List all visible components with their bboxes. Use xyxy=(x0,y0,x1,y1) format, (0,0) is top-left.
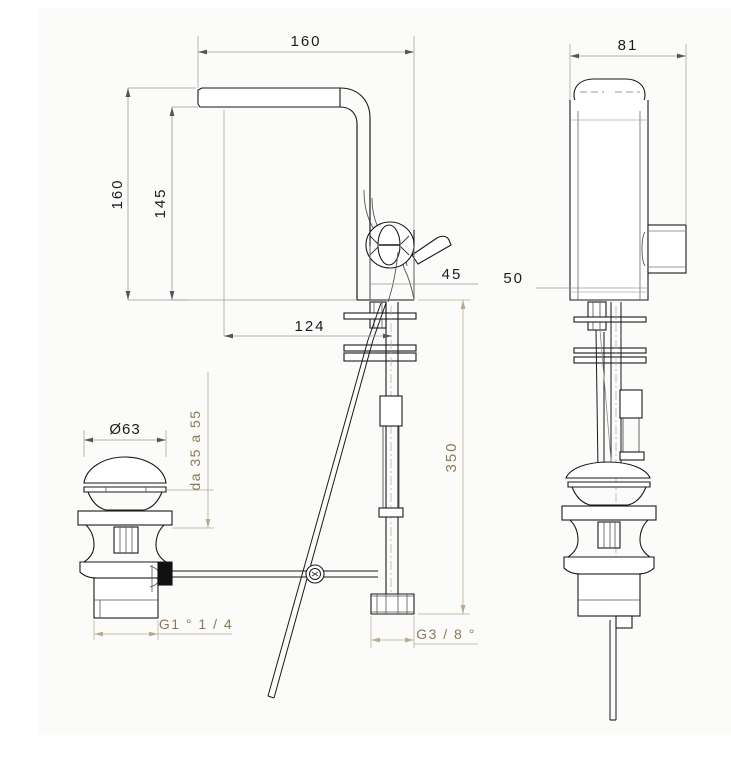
pivot-clip-cross xyxy=(311,571,319,577)
side-tail-rod xyxy=(609,620,617,720)
dim-label-d63: Ø63 xyxy=(109,421,140,438)
waste-cap-rim xyxy=(83,486,167,493)
spout-arm xyxy=(197,87,341,108)
waste-neck-left xyxy=(83,524,95,563)
linkage-assembly xyxy=(169,564,378,584)
waste-branch-gland xyxy=(157,562,173,586)
spout-elbow-outer xyxy=(339,87,371,300)
side-collar-upper xyxy=(619,389,643,419)
side-body-inner-edges xyxy=(577,111,641,300)
side-flex-hose xyxy=(622,418,640,455)
side-shank-nut-lines xyxy=(592,302,601,330)
dim-spout-outlet: 124 xyxy=(223,110,392,339)
waste-body-tube xyxy=(93,577,159,619)
waste-cap-dome xyxy=(83,456,167,484)
waste-knurl-lines xyxy=(119,527,133,553)
hose-collar-upper xyxy=(379,395,403,427)
side-shank-assembly xyxy=(561,301,657,721)
dim-label-160-left: 160 xyxy=(109,178,126,209)
side-washer-2 xyxy=(573,347,647,354)
side-waste-dome xyxy=(565,461,651,479)
side-lever-boss xyxy=(647,224,687,274)
flex-hose xyxy=(382,426,400,508)
body-blend xyxy=(403,267,415,301)
dim-handle-offset: 45 xyxy=(369,246,478,300)
side-shank-nut xyxy=(587,301,607,331)
side-waste-neck-l xyxy=(567,519,579,558)
waste-cap-taper xyxy=(87,491,163,511)
supply-hex-edges xyxy=(371,595,414,613)
side-waste-outlet xyxy=(615,615,633,629)
inner-cable xyxy=(387,251,399,303)
side-waste-knurl xyxy=(597,521,621,549)
side-tube xyxy=(610,302,622,470)
dim-spout-height: 145 xyxy=(152,106,198,301)
side-boss-edges xyxy=(648,230,686,268)
handle-hatch-left xyxy=(369,235,379,256)
dim-label-124: 124 xyxy=(294,318,325,335)
supply-hex-facets xyxy=(376,594,408,614)
pull-rod-long xyxy=(267,339,374,699)
front-elevation xyxy=(197,87,452,301)
waste-flange xyxy=(77,510,173,526)
dim-hose-length: 350 xyxy=(418,299,470,615)
side-waste-rim xyxy=(567,481,651,488)
handle-hatch-right xyxy=(400,235,410,256)
dim-spout-reach: 160 xyxy=(197,33,415,230)
side-waste-knurl-lines xyxy=(603,522,616,548)
link-rod xyxy=(170,570,378,578)
side-waste-tube xyxy=(577,573,641,617)
dim-label-160-top: 160 xyxy=(290,33,321,50)
hose-collar-lower xyxy=(378,507,404,518)
waste-neck-right xyxy=(155,524,167,563)
lever-arm xyxy=(411,235,452,265)
washer-plate-1 xyxy=(343,312,417,320)
dim-supply-thread: G3 / 8 ° xyxy=(370,616,478,648)
dim-label-g114: G1 ° 1 / 4 xyxy=(159,616,233,632)
side-waste-lower-flange xyxy=(563,556,655,575)
dim-body-width: 50 xyxy=(503,270,648,289)
dim-label-45: 45 xyxy=(442,266,463,283)
waste-cap-rim-marks xyxy=(105,487,147,492)
dim-label-g38: G3 / 8 ° xyxy=(416,626,476,642)
side-pull-rod-hidden xyxy=(599,329,613,473)
side-pull-rod xyxy=(595,329,605,471)
washer-plate-2 xyxy=(343,344,417,352)
washer-plate-3 xyxy=(343,352,417,362)
dim-label-basin-range: da 35 a 55 xyxy=(187,409,203,490)
dim-body-depth: 81 xyxy=(569,37,687,225)
side-lever-blend xyxy=(641,231,646,267)
side-washer-1 xyxy=(573,316,647,323)
dim-waste-cap-diam: Ø63 xyxy=(83,421,167,457)
pop-up-waste-detail xyxy=(77,456,173,619)
side-elevation xyxy=(569,78,687,301)
supply-hex-nut xyxy=(370,593,415,615)
side-waste-taper xyxy=(571,486,647,506)
dim-overall-height: 160 xyxy=(109,87,357,301)
side-collar-lower xyxy=(619,451,645,461)
dim-basin-thickness: da 35 a 55 xyxy=(166,372,214,529)
dim-label-81: 81 xyxy=(618,37,639,54)
shank-tube xyxy=(385,302,399,610)
dim-waste-thread: G1 ° 1 / 4 xyxy=(93,616,233,640)
side-body xyxy=(569,100,649,301)
side-washer-3 xyxy=(573,356,647,364)
front-shank-assembly xyxy=(267,251,417,699)
side-waste-flange xyxy=(561,505,657,521)
dim-label-145: 145 xyxy=(152,187,169,218)
spout-elbow-inner xyxy=(339,106,358,300)
pull-rod-end xyxy=(267,695,275,699)
side-waste-neck-r xyxy=(639,519,651,558)
dim-label-50: 50 xyxy=(503,270,524,287)
dim-label-350: 350 xyxy=(443,441,460,472)
